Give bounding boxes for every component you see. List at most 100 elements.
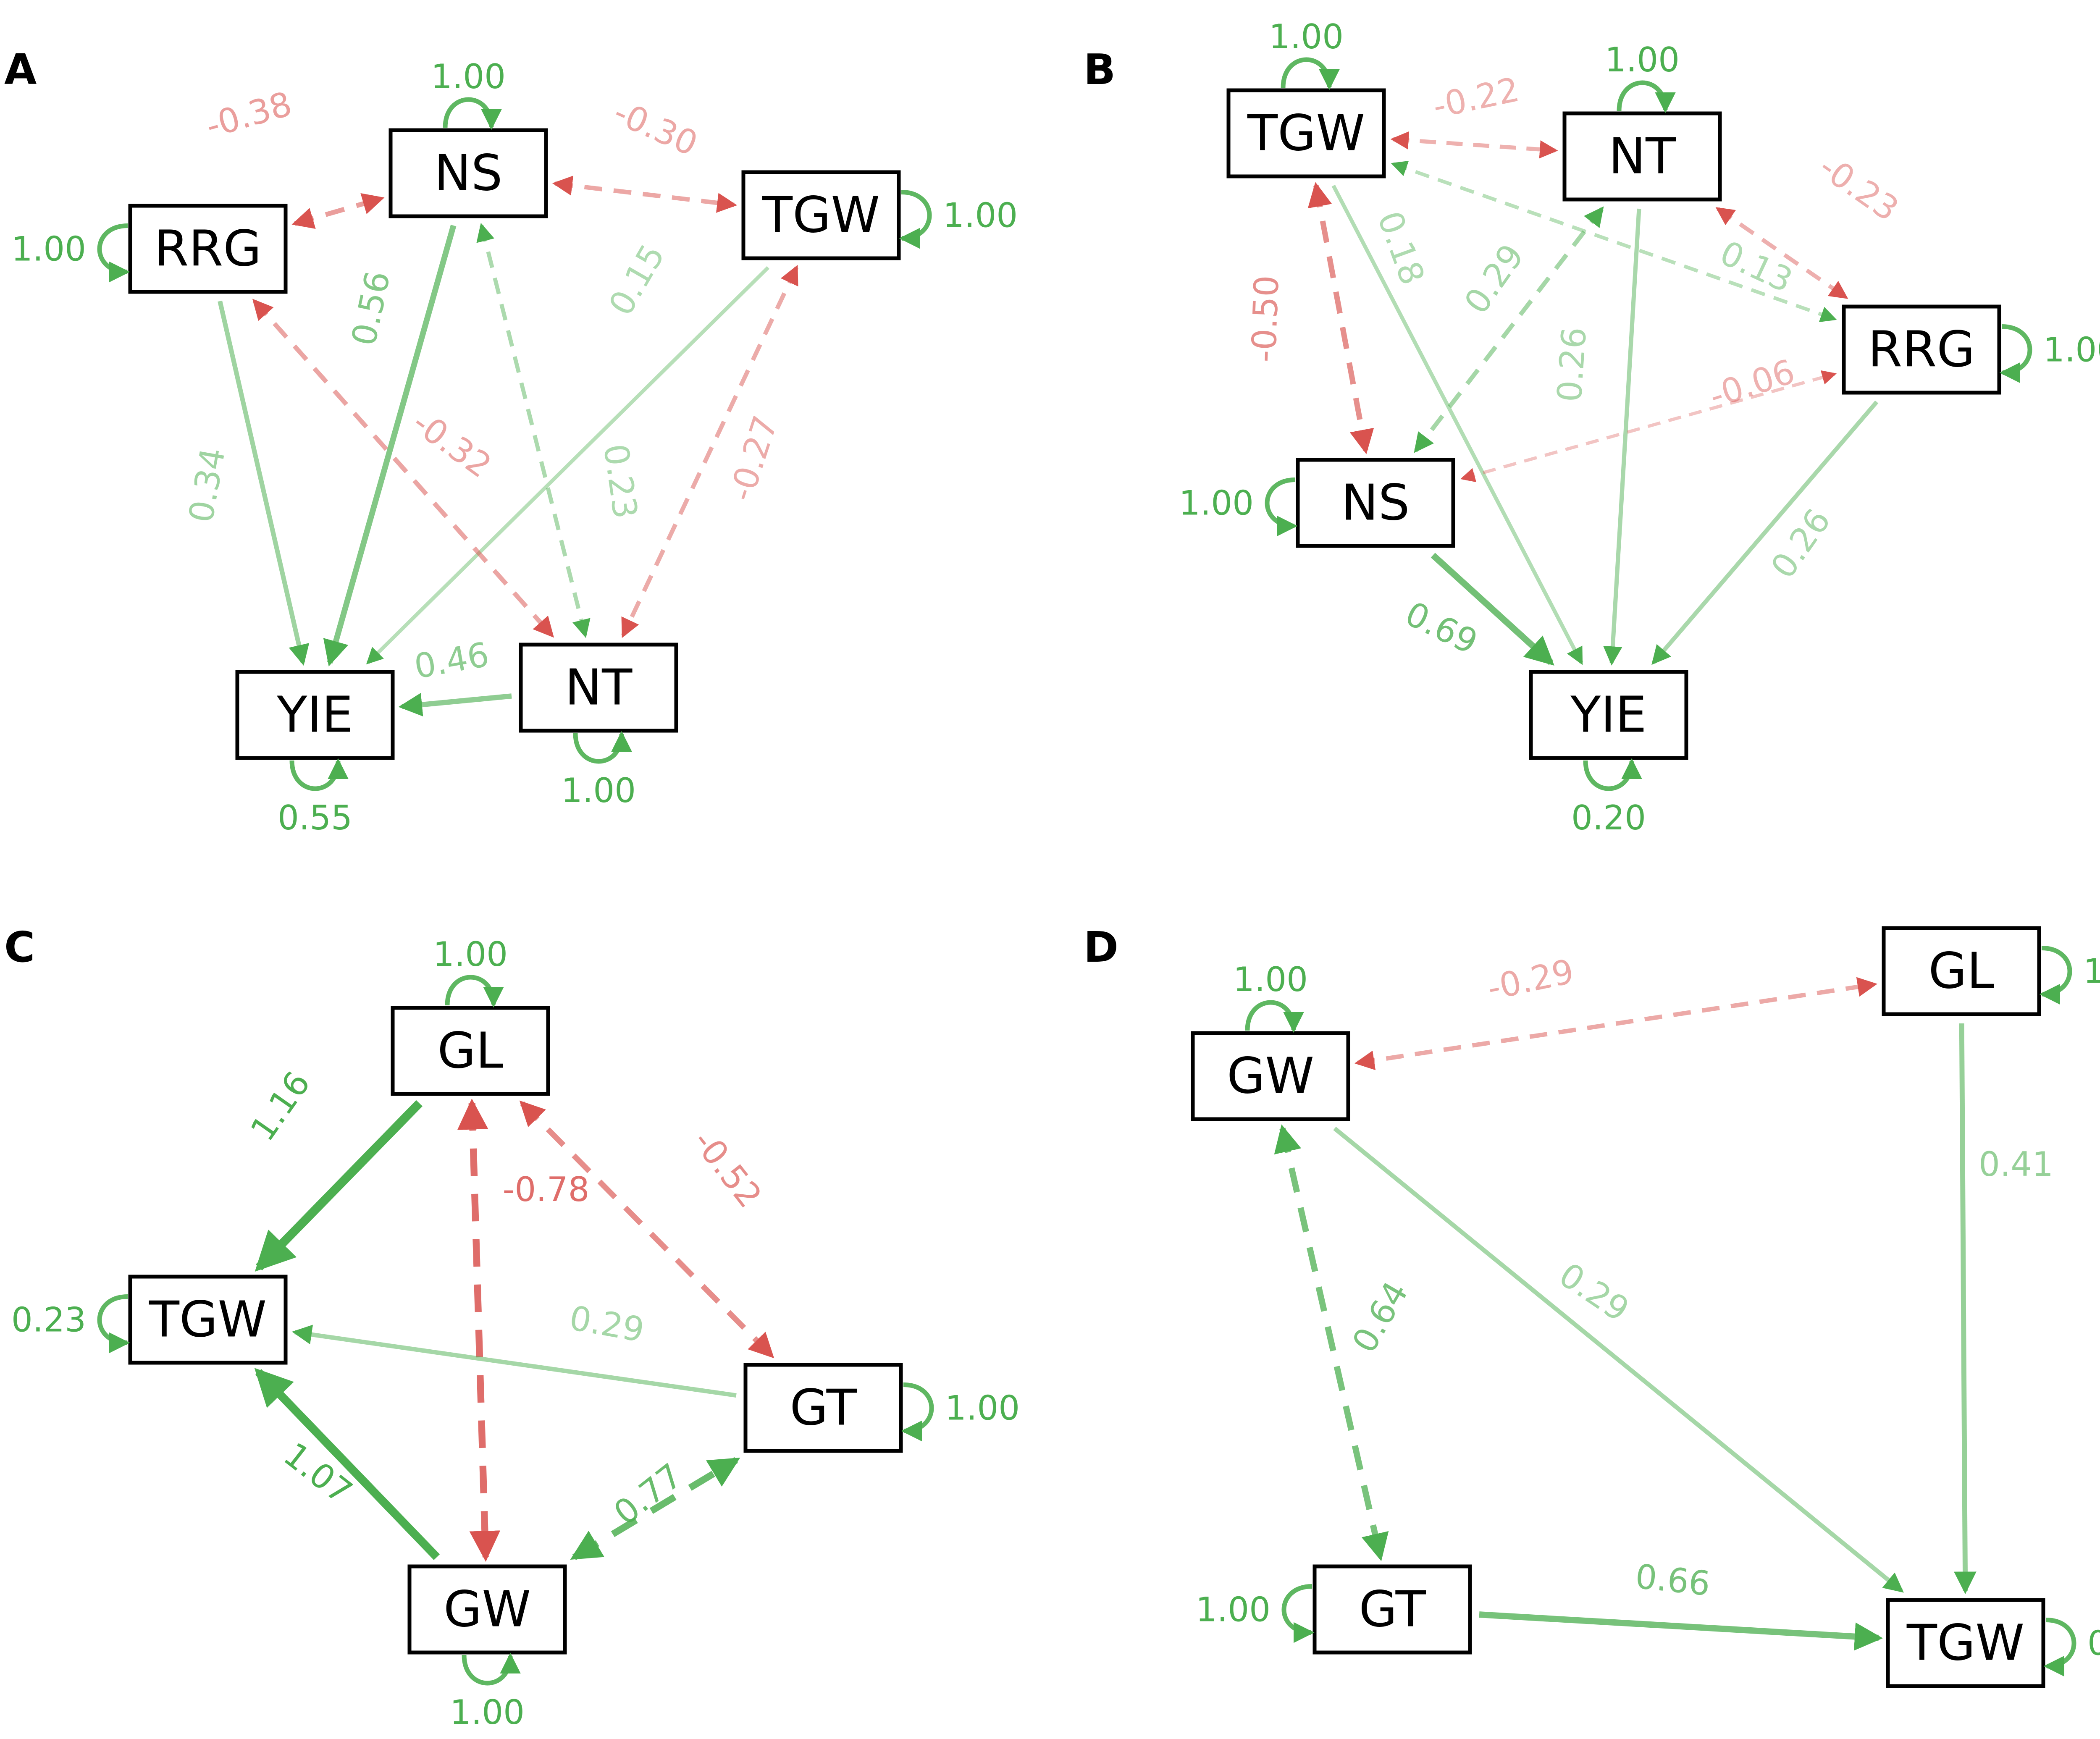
panel-d-letter: D [1084, 923, 1118, 972]
panel-a-node-label: NS [434, 144, 502, 202]
panel-b-edge-ns-rrg [1460, 370, 1837, 483]
panel-b-node-tgw: TGW 1.00 [1226, 17, 1386, 178]
panel-b-node-box [1529, 670, 1688, 760]
panel-a-edge-nt-yie [398, 692, 512, 717]
panel-b-edge-label: -0.22 [1429, 70, 1522, 126]
panel-d-node-gl: GL 1.00 [1882, 926, 2100, 1016]
panel-d-node-gw: GW 1.00 [1191, 960, 1350, 1121]
panel-d-variance-label: 1.00 [2083, 952, 2100, 991]
panel-b-variance-loop-icon [1583, 758, 1642, 791]
panel-c-letter: C [4, 923, 35, 972]
panel-a-edge-label: 0.23 [596, 442, 645, 521]
panel-a-letter: A [4, 45, 37, 94]
panel-b-edge-label: 0.69 [1399, 594, 1484, 662]
panel-b-edge-label: -0.23 [1812, 147, 1906, 229]
panel-b-edge-label: -0.06 [1705, 352, 1800, 416]
panel-a-variance-loop-icon [443, 97, 502, 130]
panel-a-edge-label: 0.34 [181, 445, 233, 525]
panel-c-node-box [391, 1006, 550, 1096]
panel-b-node-box [1842, 304, 2001, 395]
panel-a-node-nt: NT1.00 [519, 643, 678, 810]
panel-c-variance-loop-icon [97, 1294, 130, 1353]
panel-c-node-box [407, 1564, 567, 1655]
panel-c-edge-label: -0.52 [685, 1123, 769, 1215]
panel-d-variance-label: 0.13 [2087, 1624, 2100, 1663]
panel-b-edge-tgw-rrg [1391, 160, 1837, 323]
panel-d-edge-gl-tgw [1954, 1023, 1977, 1595]
panel-a-edge-label: 0.15 [601, 238, 672, 322]
panel-b-variance-label: 1.00 [1269, 17, 1344, 56]
panel-c-edge-label: 1.16 [243, 1065, 318, 1148]
panel-a-edge-label: -0.30 [608, 92, 704, 163]
panel-b-node-label: NT [1609, 127, 1676, 185]
panel-b-variance-label: 1.00 [1605, 40, 1680, 79]
panel-c-node-label: GT [790, 1379, 857, 1437]
panel-b-variance-loop-icon [1265, 477, 1298, 537]
panel-c-edge-gl-gw [457, 1098, 501, 1562]
panel-d-variance-loop-icon [1245, 1000, 1304, 1033]
panel-b-node-ns: NS1.00 [1179, 458, 1455, 548]
panel-c-edge-label: 1.07 [276, 1435, 360, 1512]
panel-a-edge-label: 0.56 [344, 268, 398, 349]
panel-d-node-label: GL [1928, 942, 1994, 1000]
panel-c-edge-gl-gt [519, 1100, 774, 1359]
panel-d-variance-label: 1.00 [1233, 960, 1308, 999]
panel-c-variance-loop-icon [462, 1652, 521, 1686]
panel-a-node-box [388, 128, 548, 218]
panel-d-variance-loop-icon [2043, 1618, 2076, 1677]
panel-d-edge-gw-gt [1274, 1124, 1389, 1561]
panel-b-edge-nt-ns [1414, 206, 1604, 453]
panel-b-edge-rrg-yie [1651, 400, 1879, 665]
panel-c-variance-loop-icon [901, 1382, 934, 1442]
panel-d-node-label: TGW [1906, 1614, 2024, 1672]
panel-a-node-tgw: TGW 1.00 [741, 170, 1018, 260]
panel-b-edge-tgw-ns [1307, 182, 1374, 454]
panel-c-variance-label: 0.23 [11, 1301, 86, 1340]
panel-b-edge-tgw-yie [1331, 184, 1583, 665]
panel-b-variance-loop-icon [1999, 324, 2032, 383]
panel-b-variance-label: 0.20 [1571, 798, 1646, 837]
panel-c-edge-gw-gt [570, 1457, 740, 1561]
panel-a-variance-label: 1.00 [943, 196, 1018, 235]
panel-b-edge-ns-yie [1431, 553, 1554, 666]
panel-d-node-label: GW [1227, 1047, 1314, 1105]
panel-c-edge-gw-tgw [254, 1368, 440, 1560]
panel-b-variance-loop-icon [1617, 80, 1676, 113]
panel-a-edge-rrg-yie [218, 300, 310, 666]
panel-c-edge-gl-tgw [255, 1100, 423, 1272]
panel-b-node-label: RRG [1868, 320, 1975, 378]
panel-d-edge-gw-gl [1354, 977, 1877, 1070]
panel-a-edge-tgw-nt [621, 265, 798, 638]
panel-a-variance-label: 1.00 [11, 230, 86, 269]
panel-b-node-nt: NT 1.00 [1562, 40, 1722, 202]
panel-b-node-box [1296, 458, 1455, 548]
panel-c-node-label: GW [444, 1580, 531, 1638]
panel-d-edge-label: 0.64 [1344, 1275, 1416, 1359]
panel-d-node-tgw: TGW 0.13 [1886, 1598, 2100, 1688]
panel-a-node-box [128, 204, 288, 294]
panel-d-variance-loop-icon [2039, 946, 2072, 1005]
panel-b-variance-label: 1.00 [1179, 484, 1254, 523]
panel-b-node-label: TGW [1247, 104, 1365, 162]
panel-b-edge-label: 0.26 [1550, 326, 1594, 403]
panel-a-variance-loop-icon [97, 223, 130, 283]
panel-c-edge-label: 0.29 [567, 1298, 647, 1350]
panel-a-node-box [741, 170, 901, 260]
panel-a-node-label: TGW [762, 186, 880, 244]
panel-a-node-label: NT [565, 658, 633, 716]
panel-c-edge-gt-tgw [291, 1325, 737, 1398]
panel-b-edge-label: 0.26 [1763, 502, 1838, 585]
panel-c-edge-label: -0.78 [503, 1170, 590, 1209]
panel-c-edge-label: 0.77 [606, 1456, 690, 1533]
panel-d-variance-loop-icon [1281, 1584, 1315, 1643]
panel-a-edge-label: -0.27 [722, 411, 785, 506]
panel-a-edge-tgw-yie [366, 266, 770, 665]
panel-c-variance-label: 1.00 [450, 1693, 525, 1732]
